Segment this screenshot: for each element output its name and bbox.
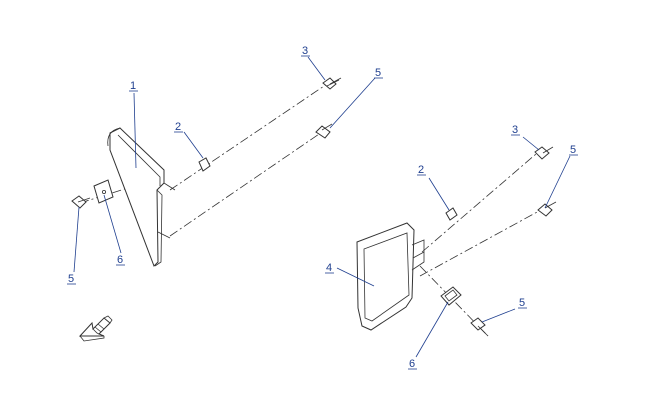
clip-nut-left-upper[interactable] [315,123,333,139]
callout-5-right-upper[interactable]: 5 [570,144,576,156]
right-lamp-assembly [336,136,571,358]
leader-6-right [415,301,449,358]
leader-2-right [428,177,450,211]
leader-1 [133,92,137,169]
leader-4 [336,267,375,287]
leader-2-left [183,131,204,159]
callout-5-left-side[interactable]: 5 [68,273,74,285]
clip-nut-right-lower[interactable] [470,317,489,337]
leader-6-left [103,194,122,254]
left-axis-line-upper [169,81,331,191]
right-axis-line-upper [421,147,544,253]
bracket-plate-right[interactable] [440,286,462,306]
leader-5-left-side [73,206,80,273]
left-lamp-assembly [71,56,376,273]
spacer-left[interactable] [198,157,211,172]
leader-5-left-upper [329,77,376,129]
lamp-housing-left[interactable] [107,127,176,267]
callout-6-left[interactable]: 6 [117,254,123,266]
right-axis-line-lower [419,204,551,277]
leader-5-right-upper [544,155,571,209]
spacer-right[interactable] [445,207,458,221]
bracket-plate-left[interactable] [93,179,114,204]
callout-3-right[interactable]: 3 [512,124,518,136]
callout-labels: 1 2 3 5 5 6 2 3 5 4 5 6 [67,45,578,370]
callout-1[interactable]: 1 [130,80,136,92]
callout-4[interactable]: 4 [326,262,332,274]
callout-3-left[interactable]: 3 [302,45,308,57]
front-direction-arrow-icon [78,315,113,342]
screw-left-upper[interactable] [322,77,342,90]
leader-5-right-lower [481,308,516,323]
clip-nut-right-upper[interactable] [537,201,557,217]
left-axis-line-lower [169,129,326,237]
leader-3-left [307,56,326,81]
callout-6-right[interactable]: 6 [409,358,415,370]
callout-2-left[interactable]: 2 [175,121,181,133]
clip-nut-left-side[interactable] [71,195,91,209]
leader-3-right [522,136,540,151]
callout-5-right-lower[interactable]: 5 [519,297,525,309]
lamp-housing-right[interactable] [356,222,425,331]
callout-2-right[interactable]: 2 [418,164,424,176]
callout-5-left-upper[interactable]: 5 [375,67,381,79]
